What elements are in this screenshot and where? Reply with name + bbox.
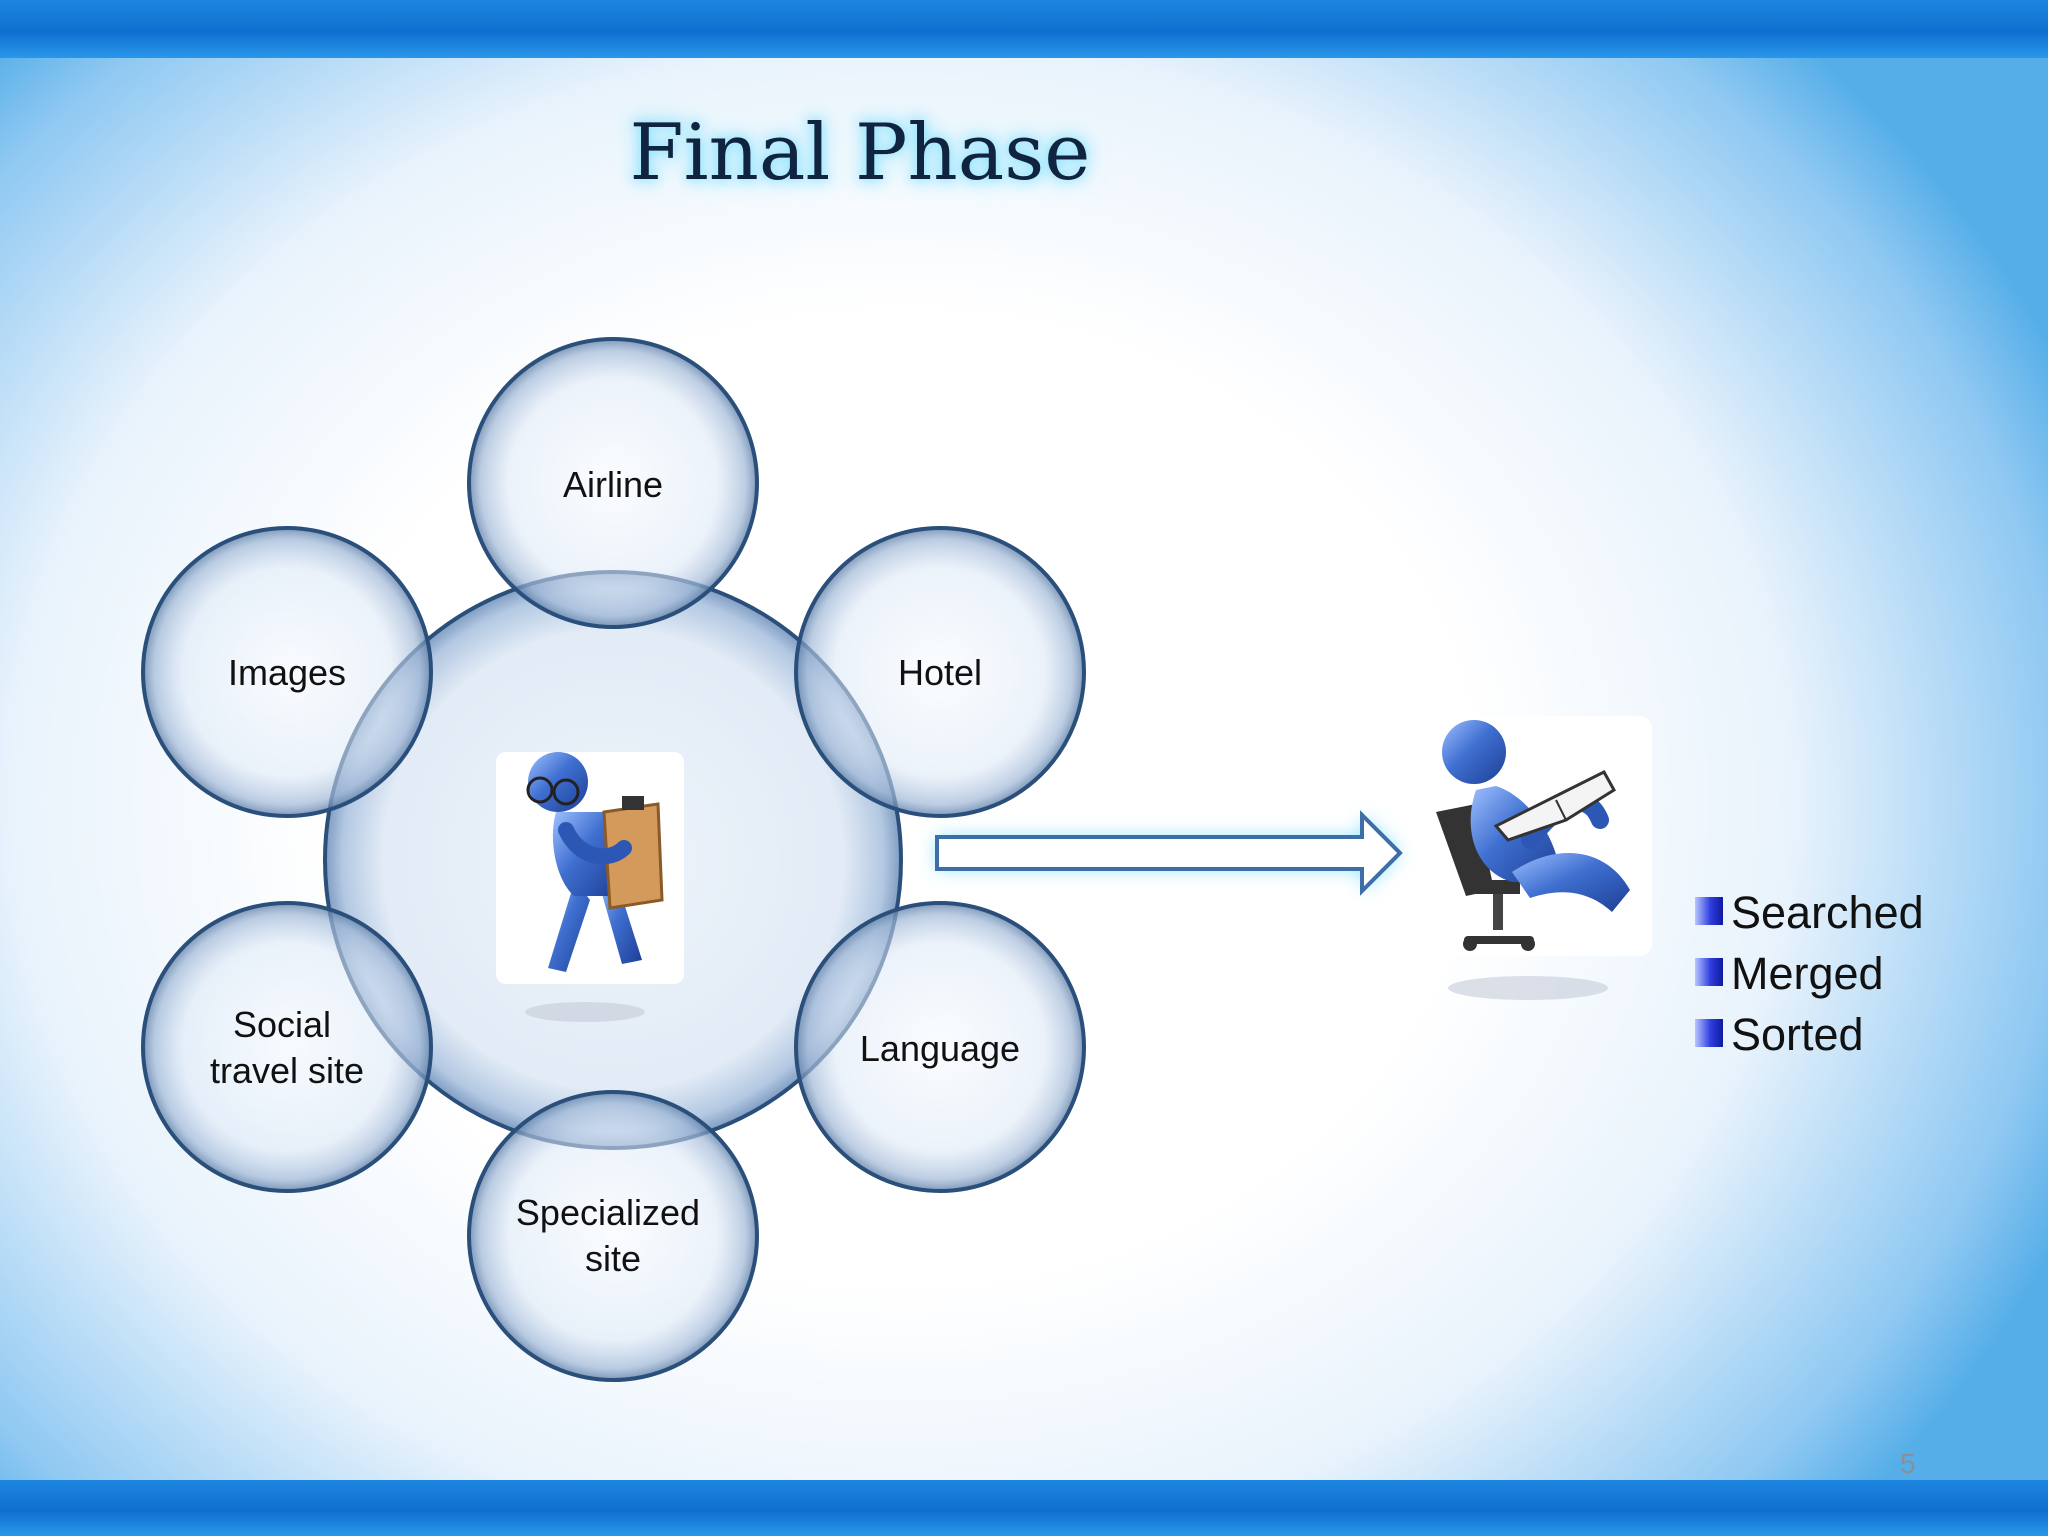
person-with-clipboard-icon: [496, 752, 684, 1022]
satellite-bubble-airline: Airline: [467, 337, 759, 629]
right-arrow-icon: [935, 810, 1403, 896]
square-bullet-icon: [1695, 897, 1723, 925]
top-band: [0, 0, 2048, 58]
square-bullet-icon: [1695, 958, 1723, 986]
person-reading-in-chair-icon: [1424, 716, 1652, 1000]
list-item: Merged: [1695, 943, 1924, 1004]
results-list: Searched Merged Sorted: [1695, 882, 1924, 1065]
square-bullet-icon: [1695, 1019, 1723, 1047]
satellite-bubble-images: Images: [141, 526, 433, 818]
bottom-band: [0, 1480, 2048, 1536]
satellite-bubble-specialized-site: Specialized site: [467, 1090, 759, 1382]
social-travel-site-label: Social travel site: [210, 1004, 364, 1091]
satellite-bubble-hotel: Hotel: [794, 526, 1086, 818]
satellite-bubble-social-travel-site: Social travel site: [141, 901, 433, 1193]
slide-title: Final Phase: [629, 108, 1091, 198]
images-label: Images: [228, 652, 346, 693]
airline-label: Airline: [563, 464, 663, 505]
language-label: Language: [860, 1028, 1020, 1069]
list-item: Sorted: [1695, 1004, 1924, 1065]
satellite-bubble-language: Language: [794, 901, 1086, 1193]
hotel-label: Hotel: [898, 652, 982, 693]
list-item: Searched: [1695, 882, 1924, 943]
result-searched: Searched: [1731, 887, 1924, 938]
specialized-site-label: Specialized site: [516, 1192, 710, 1279]
page-number: 5: [1900, 1448, 1916, 1479]
result-sorted: Sorted: [1731, 1009, 1864, 1060]
result-merged: Merged: [1731, 948, 1884, 999]
